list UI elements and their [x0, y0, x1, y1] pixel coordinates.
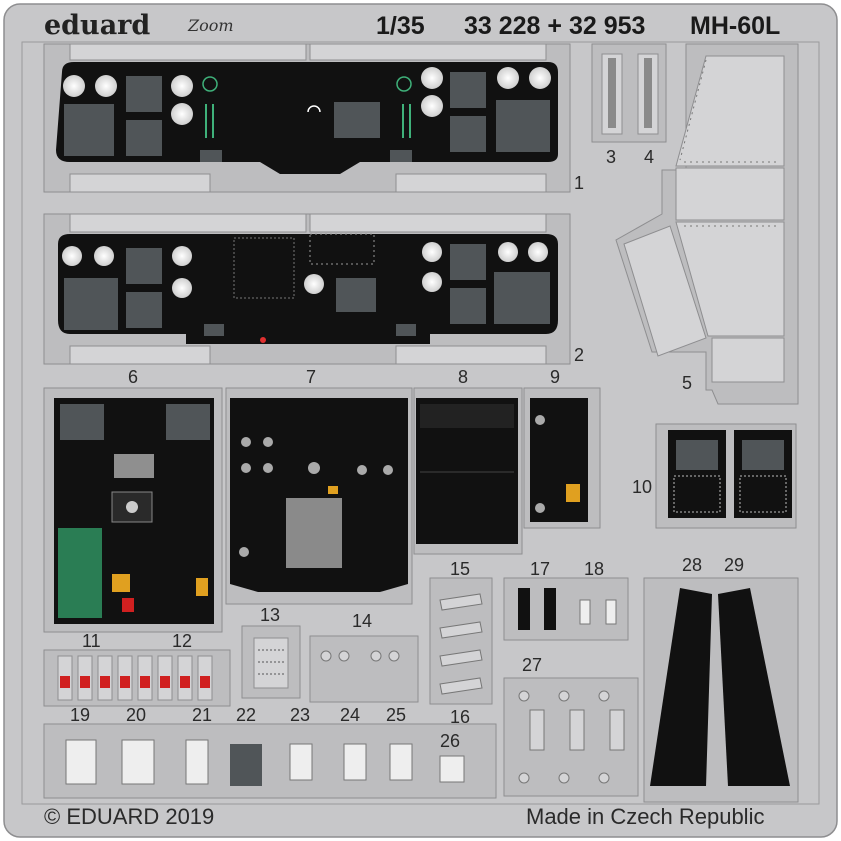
- part-label: 11: [82, 631, 101, 651]
- part-8-panel: [413, 387, 523, 555]
- part-label: 17: [530, 559, 551, 579]
- part-3-4-strips: [591, 43, 667, 143]
- part-label: 26: [440, 731, 461, 751]
- part-label: 3: [606, 147, 617, 167]
- part-label: 19: [70, 705, 91, 725]
- part-label: 27: [522, 655, 543, 675]
- part-19-26-strip: [43, 723, 497, 799]
- part-label: 2: [574, 345, 585, 365]
- part-6-left-console: [43, 387, 223, 633]
- part-label: 12: [172, 631, 193, 651]
- part-label: 10: [632, 477, 653, 497]
- part-label: 25: [386, 705, 407, 725]
- part-7-center-console: [225, 387, 413, 605]
- part-9-panel: [523, 387, 601, 529]
- brand-sub: Zoom: [188, 16, 234, 35]
- part-label: 15: [450, 559, 471, 579]
- part-2-main-panel: [43, 213, 571, 365]
- part-label: 7: [306, 367, 317, 387]
- part-28-29: [643, 577, 799, 803]
- part-11-12-switches: [43, 649, 231, 707]
- part-27: [503, 677, 639, 797]
- copyright-text: © EDUARD 2019: [44, 804, 215, 829]
- part-label: 18: [584, 559, 605, 579]
- part-label: 5: [682, 373, 693, 393]
- origin-text: Made in Czech Republic: [526, 804, 765, 829]
- part-15-16: [429, 577, 493, 705]
- set-codes: 33 228 + 32 953: [464, 12, 646, 40]
- part-label: 21: [192, 705, 213, 725]
- part-label: 4: [644, 147, 655, 167]
- part-label: 24: [340, 705, 361, 725]
- part-5-bulkhead: [615, 43, 799, 405]
- part-label: 13: [260, 605, 281, 625]
- part-label: 16: [450, 707, 471, 727]
- part-label: 29: [724, 555, 745, 575]
- part-label: 22: [236, 705, 257, 725]
- part-1-upper-panel: [43, 43, 571, 193]
- part-label: 8: [458, 367, 469, 387]
- part-label: 9: [550, 367, 561, 387]
- part-17-18: [503, 577, 629, 641]
- scale-label: 1/35: [376, 12, 425, 40]
- part-label: 14: [352, 611, 373, 631]
- fret-inner-edge: [21, 41, 820, 805]
- part-label: 20: [126, 705, 147, 725]
- model-name: MH-60L: [690, 12, 781, 40]
- brand-logo: eduard: [44, 10, 151, 41]
- part-13: [241, 625, 301, 699]
- part-label: 23: [290, 705, 311, 725]
- part-label: 1: [574, 173, 585, 193]
- part-label: 6: [128, 367, 139, 387]
- part-10-cdu: [655, 423, 797, 529]
- part-14: [309, 635, 419, 703]
- part-label: 28: [682, 555, 703, 575]
